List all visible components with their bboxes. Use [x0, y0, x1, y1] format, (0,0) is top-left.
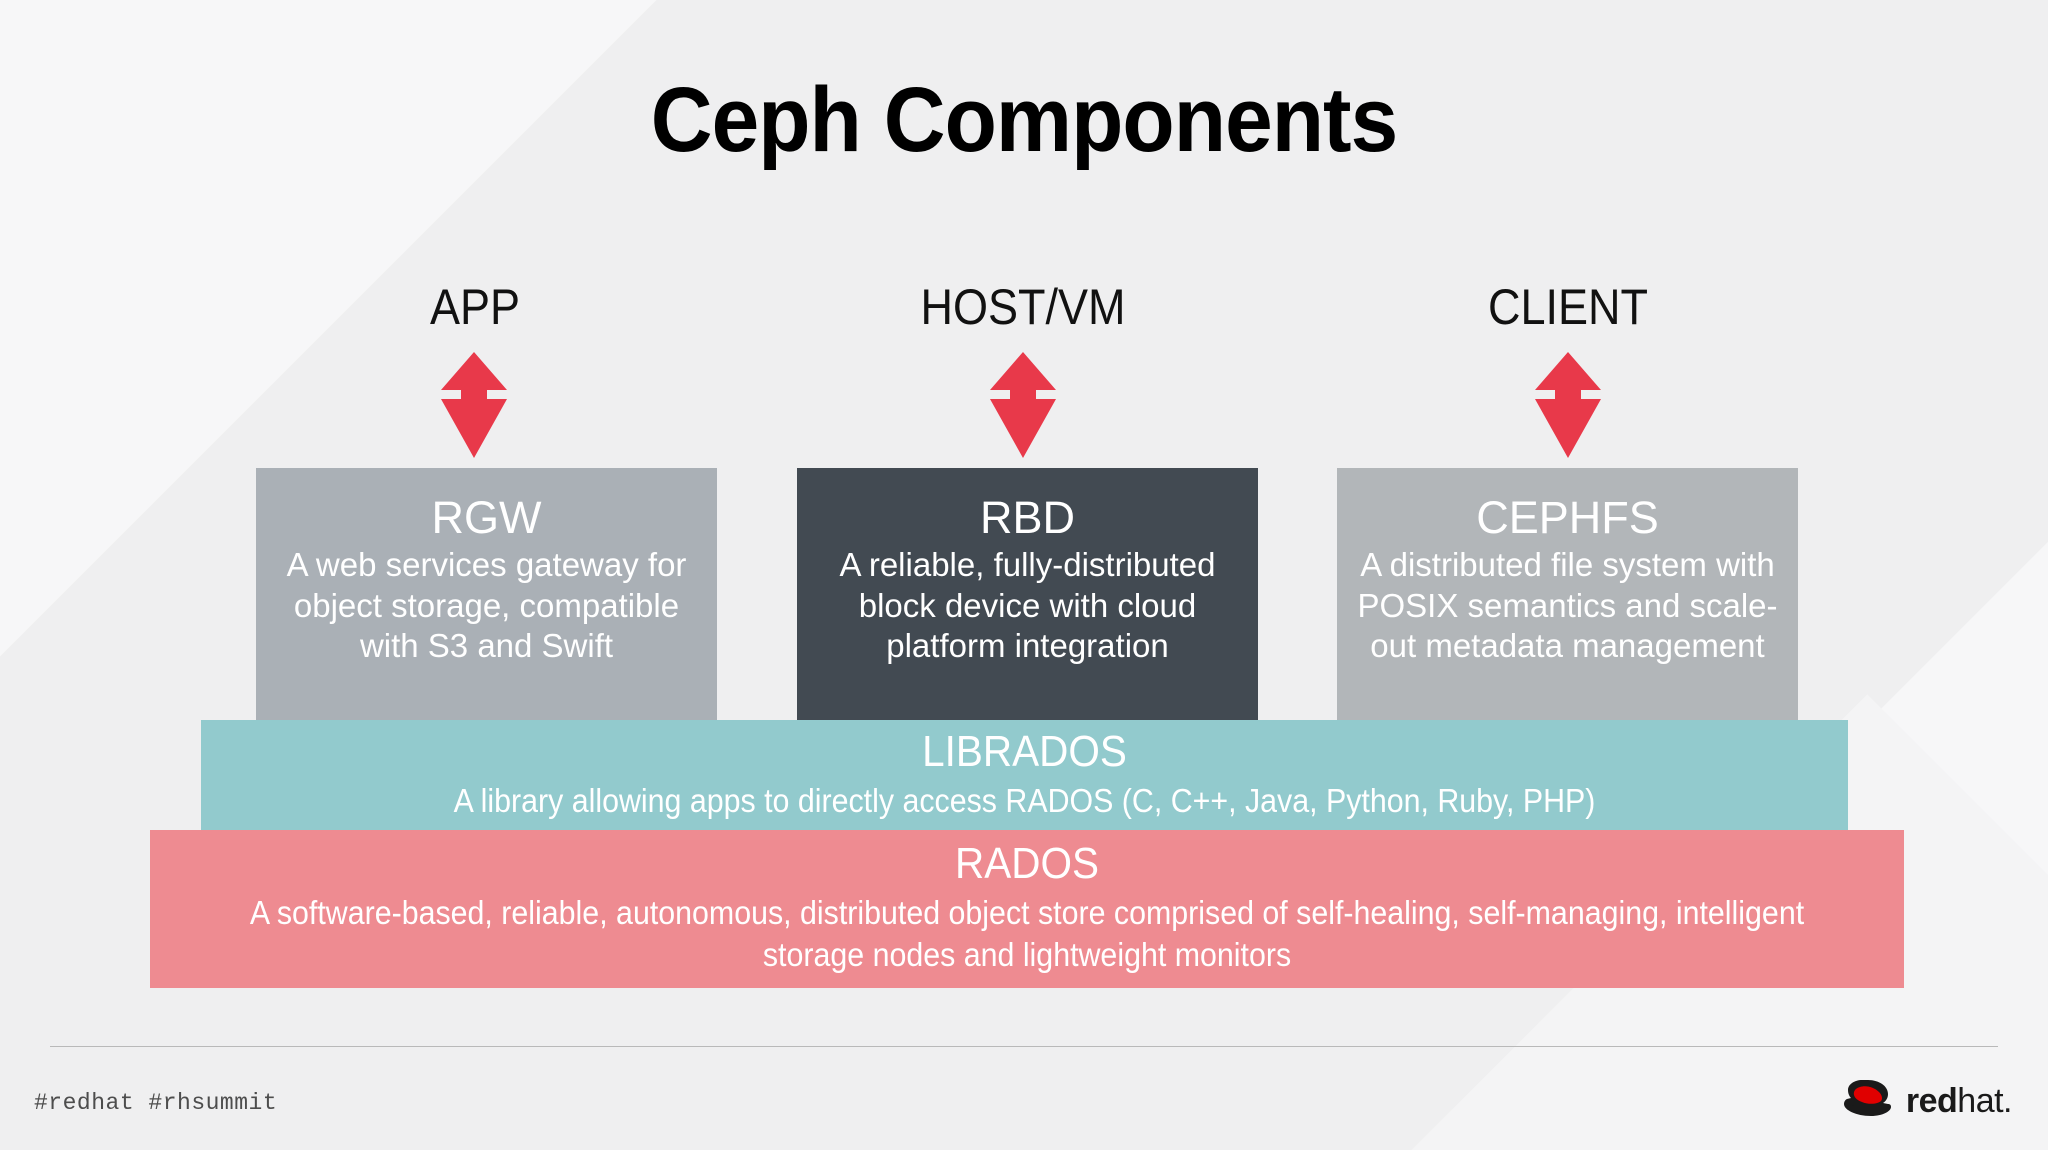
- redhat-wordmark-light: hat.: [1957, 1081, 2012, 1120]
- footer-hashtags: #redhat #rhsummit: [34, 1090, 278, 1116]
- component-box-rgw: RGW A web services gateway for object st…: [256, 468, 717, 720]
- layer-bar-librados: LIBRADOS A library allowing apps to dire…: [201, 720, 1848, 830]
- component-description-rbd: A reliable, fully-distributed block devi…: [839, 545, 1216, 665]
- redhat-logo: redhat.: [1838, 1077, 2012, 1124]
- layer-description-librados: A library allowing apps to directly acce…: [453, 782, 1596, 819]
- double-arrow-vertical-icon: [1535, 352, 1601, 458]
- column-label-hostvm: HOST/VM: [920, 279, 1126, 335]
- layer-description-rados: A software-based, reliable, autonomous, …: [249, 894, 1805, 974]
- double-arrow-vertical-icon: [441, 352, 507, 458]
- page-title: Ceph Components: [650, 69, 1399, 171]
- layer-bar-rados: RADOS A software-based, reliable, autono…: [150, 830, 1904, 988]
- component-box-cephfs: CEPHFS A distributed file system with PO…: [1337, 468, 1798, 720]
- layer-name-librados: LIBRADOS: [922, 727, 1127, 776]
- component-name-rgw: RGW: [431, 492, 542, 543]
- column-label-client: CLIENT: [1487, 279, 1649, 335]
- layer-name-rados: RADOS: [955, 839, 1099, 888]
- component-description-rgw: A web services gateway for object storag…: [286, 545, 687, 665]
- footer-divider: [50, 1046, 1998, 1047]
- component-box-rbd: RBD A reliable, fully-distributed block …: [797, 468, 1258, 720]
- column-label-app: APP: [429, 279, 521, 335]
- redhat-wordmark: redhat.: [1905, 1081, 2013, 1120]
- component-name-cephfs: CEPHFS: [1476, 492, 1659, 543]
- component-description-cephfs: A distributed file system with POSIX sem…: [1357, 545, 1778, 665]
- double-arrow-vertical-icon: [990, 352, 1056, 458]
- component-name-rbd: RBD: [979, 492, 1075, 543]
- redhat-wordmark-bold: red: [1905, 1081, 1958, 1120]
- redhat-shadowman-icon: [1838, 1077, 1896, 1124]
